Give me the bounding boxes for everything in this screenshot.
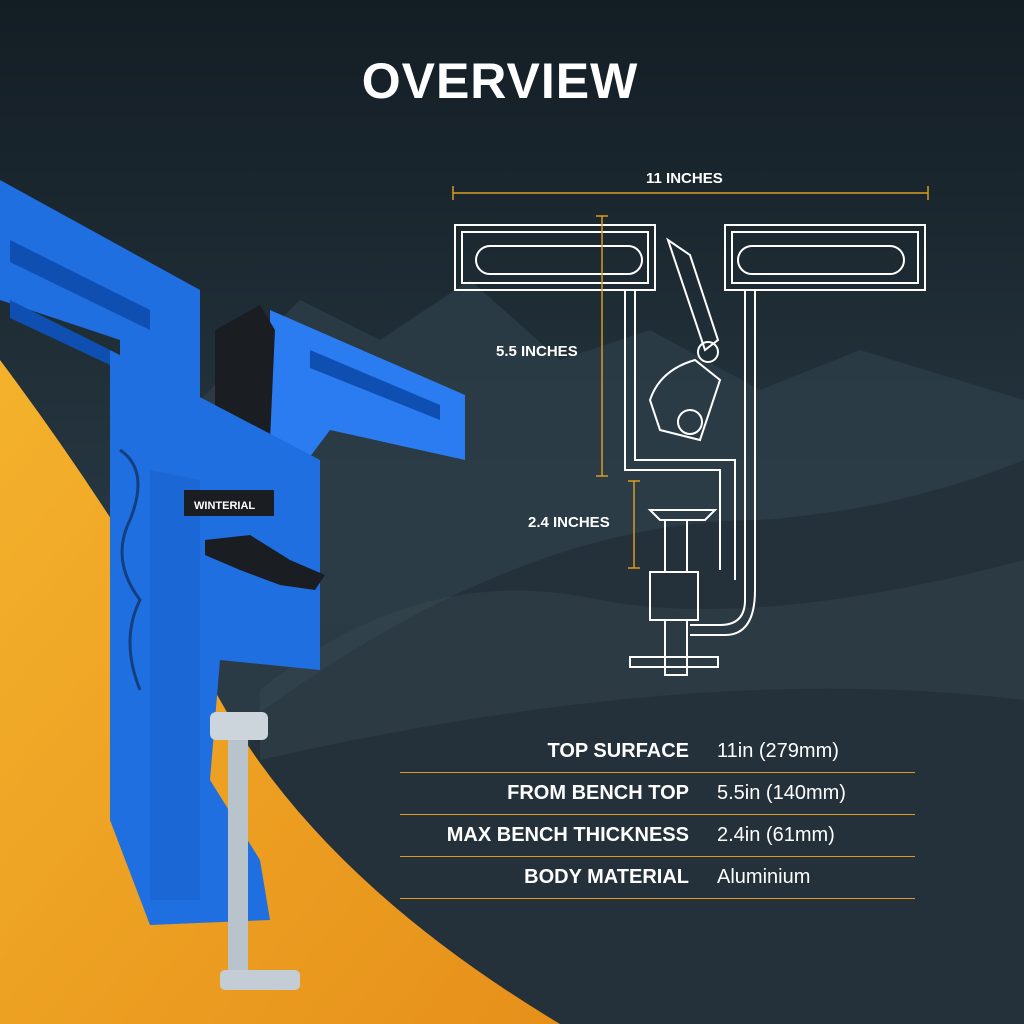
snow-slope: [250, 460, 1024, 1024]
dimension-diagram: [454, 224, 926, 676]
brand-logo-text: WINTERIAL: [194, 500, 255, 512]
ski-vise-photo: [0, 180, 465, 990]
spec-value: 11in (279mm): [717, 740, 839, 762]
dimension-height-label: 5.5 INCHES: [496, 343, 578, 360]
brand-plate: [184, 490, 274, 516]
spec-label: FROM BENCH TOP: [507, 782, 689, 804]
spec-value: 5.5in (140mm): [717, 782, 846, 804]
spec-label: BODY MATERIAL: [524, 866, 689, 888]
dimension-lines: [452, 186, 929, 569]
spec-row: MAX BENCH THICKNESS 2.4in (61mm): [400, 815, 915, 857]
script-signature-mark: [119, 448, 142, 691]
spec-row: FROM BENCH TOP 5.5in (140mm): [400, 773, 915, 815]
spec-row: TOP SURFACE 11in (279mm): [400, 731, 915, 773]
spec-label: TOP SURFACE: [547, 740, 689, 762]
page-title: OVERVIEW: [361, 53, 639, 109]
spec-label: MAX BENCH THICKNESS: [446, 824, 689, 846]
spec-row: BODY MATERIAL Aluminium: [400, 857, 915, 899]
dimension-width-label: 11 INCHES: [646, 170, 723, 187]
spec-value: Aluminium: [717, 866, 811, 888]
spec-table: TOP SURFACE 11in (279mm) FROM BENCH TOP …: [400, 731, 915, 899]
spec-value: 2.4in (61mm): [717, 824, 835, 846]
dimension-clamp-label: 2.4 INCHES: [528, 514, 610, 531]
